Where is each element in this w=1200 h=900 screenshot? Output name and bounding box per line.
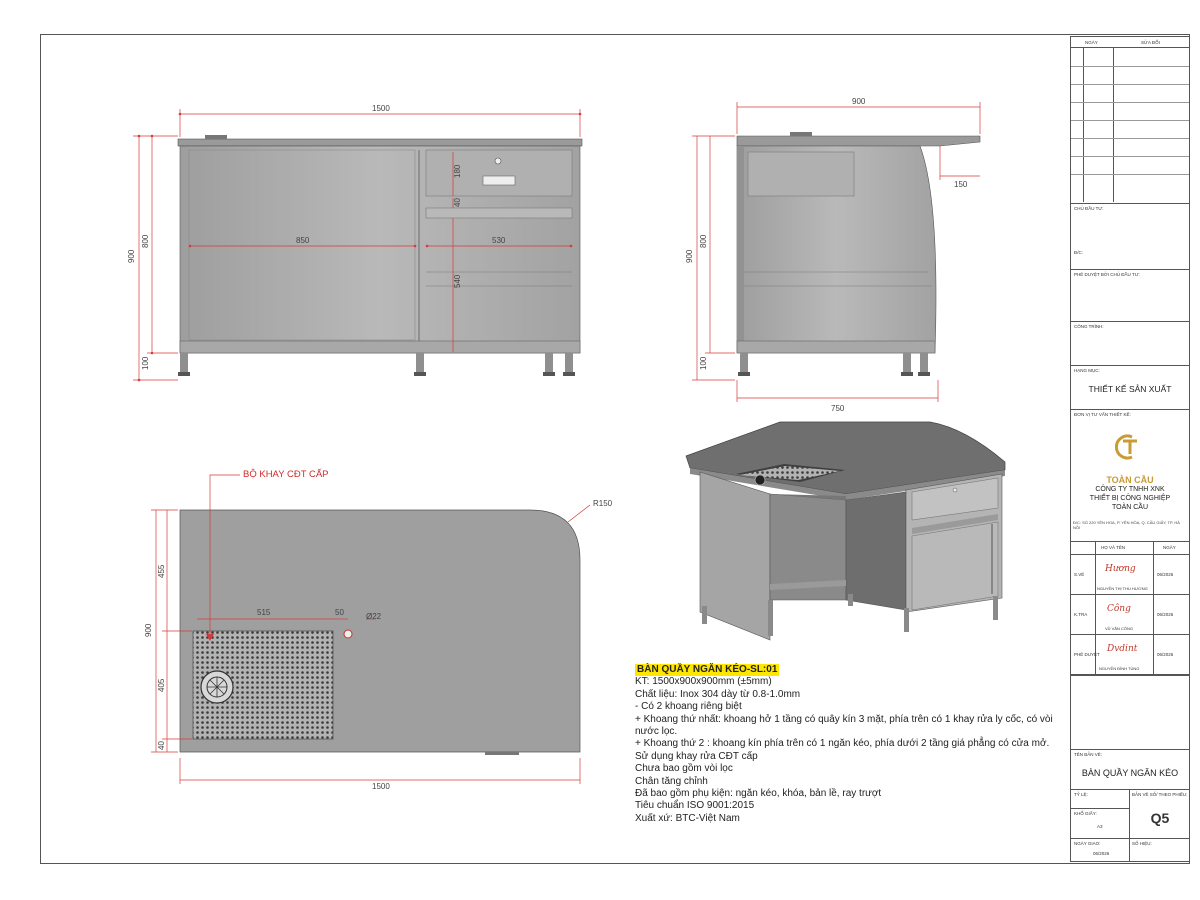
signer-role: PHÊ DUYỆT bbox=[1074, 652, 1100, 657]
spec-line: Chân tăng chỉnh bbox=[635, 775, 708, 787]
rev-header-edit: SỬA ĐỔI bbox=[1141, 40, 1160, 45]
dim-side-width: 900 bbox=[852, 97, 866, 106]
dim-left-bay: 850 bbox=[296, 236, 310, 245]
company-block: TOÀN CẦU CÔNG TY TNHH XNK THIẾT BỊ CÔNG … bbox=[1070, 476, 1190, 512]
spec-line: Chất liệu: Inox 304 dày từ 0.8-1.0mm bbox=[635, 688, 801, 700]
spec-line: Sử dụng khay rửa CĐT cấp bbox=[635, 750, 758, 762]
item-value: THIẾT KẾ SẢN XUẤT bbox=[1088, 384, 1172, 394]
dim-side-height: 900 bbox=[685, 249, 694, 263]
rev-header-date: NGÀY bbox=[1085, 40, 1098, 45]
sig-header-date: NGÀY bbox=[1163, 545, 1176, 550]
blank-cell bbox=[1071, 675, 1189, 749]
dim-side-body: 800 bbox=[699, 234, 708, 248]
signer-date: 06/2026 bbox=[1157, 572, 1174, 577]
company-brand: TOÀN CẦU bbox=[1106, 475, 1154, 485]
signature-mark: Hương bbox=[1105, 564, 1136, 574]
item-cell: HẠNG MỤC: THIẾT KẾ SẢN XUẤT bbox=[1071, 365, 1189, 409]
dim-plan-upper: 455 bbox=[157, 564, 166, 578]
signature-mark: Dvdint bbox=[1107, 644, 1138, 654]
title-block: NGÀY SỬA ĐỔI CHỦ ĐẦU TƯ: Đ/C: PHÊ DUYỆT … bbox=[1070, 36, 1190, 862]
dim-front-leg: 100 bbox=[141, 356, 150, 370]
signature-table: HỌ VÀ TÊN NGÀY S.VẼ Hương NGUYỄN THỊ THU… bbox=[1071, 541, 1189, 676]
dim-front-width: 1500 bbox=[372, 104, 390, 113]
owner-address: Đ/C: bbox=[1074, 250, 1083, 255]
sheet-label: BẢN VẼ SỐ/ THEO PHIẾU: bbox=[1132, 792, 1188, 797]
spec-line: Chưa bao gồm vòi lọc bbox=[635, 763, 733, 775]
scale-label: TỶ LỆ: bbox=[1074, 792, 1088, 797]
spec-line: Tiêu chuẩn ISO 9001:2015 bbox=[635, 800, 755, 812]
dim-front-height: 900 bbox=[127, 249, 136, 263]
dim-front-body: 800 bbox=[141, 234, 150, 248]
spec-line: KT: 1500x900x900mm (±5mm) bbox=[635, 676, 772, 688]
paper-size-value: A3 bbox=[1097, 824, 1103, 829]
spec-line: + Khoang thứ 2 : khoang kín phía trên có… bbox=[635, 738, 1050, 750]
drawing-name: BÀN QUẦY NGĂN KÉO bbox=[1081, 768, 1179, 778]
signer-name: NGUYỄN THỊ THU HƯƠNG bbox=[1097, 586, 1148, 591]
dim-plan-lower: 405 bbox=[157, 678, 166, 692]
spec-line: Đã bao gồm phụ kiện: ngăn kéo, khóa, bản… bbox=[635, 788, 882, 800]
owner-cell: CHỦ ĐẦU TƯ: Đ/C: bbox=[1071, 203, 1189, 269]
dim-plan-height: 900 bbox=[144, 623, 153, 637]
dim-plan-width: 1500 bbox=[372, 782, 390, 791]
company-address: Đ/C: SỐ 220 YÊN HOA, P. YÊN HÒA, Q. CẦU … bbox=[1073, 520, 1180, 530]
dim-side-depth: 750 bbox=[831, 404, 845, 413]
project-label: CÔNG TRÌNH: bbox=[1074, 324, 1104, 329]
dim-plan-gap: 50 bbox=[335, 608, 344, 617]
side-view: 900 150 900 800 100 750 bbox=[685, 97, 981, 413]
owner-label: CHỦ ĐẦU TƯ: bbox=[1074, 206, 1104, 211]
spec-line: + Khoang thứ nhất: khoang hở 1 tầng có q… bbox=[635, 713, 1056, 738]
dim-overhang: 150 bbox=[954, 180, 968, 189]
project-cell: CÔNG TRÌNH: bbox=[1071, 321, 1189, 365]
spec-line: - Có 2 khoang riêng biệt bbox=[635, 701, 742, 713]
dim-drawer: 180 bbox=[453, 164, 462, 178]
drawing-name-label: TÊN BẢN VẼ: bbox=[1074, 752, 1103, 757]
item-label: HẠNG MỤC: bbox=[1074, 368, 1100, 373]
designer-cell: ĐƠN VỊ TƯ VẤN THIẾT KẾ: bbox=[1071, 409, 1189, 541]
dim-gap: 40 bbox=[453, 198, 462, 207]
company-line: TOÀN CẦU bbox=[1111, 504, 1149, 511]
signer-date: 06/2026 bbox=[1157, 652, 1174, 657]
company-logo-icon bbox=[1114, 434, 1137, 460]
front-view: 1500 900 800 100 850 530 180 40 540 bbox=[127, 104, 583, 382]
dim-plan-radius: R150 bbox=[593, 499, 613, 508]
drawing-name-cell: TÊN BẢN VẼ: BÀN QUẦY NGĂN KÉO bbox=[1071, 749, 1189, 789]
perspective-view bbox=[685, 421, 1006, 641]
number-label: SỐ HIỆU: bbox=[1132, 841, 1152, 846]
paper-size-label: KHỔ GIẤY: bbox=[1074, 811, 1097, 816]
sig-header-name: HỌ VÀ TÊN bbox=[1101, 545, 1126, 550]
dim-side-leg: 100 bbox=[699, 356, 708, 370]
sheet-cell: TỶ LỆ: BẢN VẼ SỐ/ THEO PHIẾU: KHỔ GIẤY: … bbox=[1071, 789, 1189, 862]
revision-table bbox=[1071, 47, 1189, 202]
date-label: NGÀY GIAO: bbox=[1074, 841, 1101, 846]
dim-plan-tray: 515 bbox=[257, 608, 271, 617]
callout-tray-label: BỘ KHAY CĐT CẤP bbox=[243, 469, 329, 480]
dim-plan-bottom: 40 bbox=[157, 741, 166, 750]
specification-block: BÀN QUẦY NGĂN KÉO-SL:01 KT: 1500x900x900… bbox=[635, 664, 1065, 825]
approval-cell: PHÊ DUYỆT BỞI CHỦ ĐẦU TƯ: bbox=[1071, 269, 1189, 321]
company-line: CÔNG TY TNHH XNK bbox=[1095, 486, 1165, 493]
sheet-number: Q5 bbox=[1150, 810, 1170, 826]
signature-mark: Công bbox=[1107, 604, 1131, 614]
dim-right-bay: 530 bbox=[492, 236, 506, 245]
spec-line: Xuất xứ: BTC-Việt Nam bbox=[635, 812, 740, 824]
signer-date: 06/2026 bbox=[1157, 612, 1174, 617]
signer-name: NGUYỄN ĐÌNH TÙNG bbox=[1099, 666, 1140, 671]
company-line: THIẾT BỊ CÔNG NGHIỆP bbox=[1089, 495, 1171, 502]
signer-name: VŨ VĂN CÔNG bbox=[1105, 626, 1134, 631]
signer-role: S.VẼ bbox=[1074, 572, 1085, 577]
dim-plan-hole: Ø22 bbox=[366, 612, 382, 621]
dim-lower: 540 bbox=[453, 274, 462, 288]
plan-view: 515 50 Ø22 R150 900 455 405 40 1500 bbox=[144, 474, 613, 791]
date-value: 06/2026 bbox=[1093, 851, 1110, 856]
designer-label: ĐƠN VỊ TƯ VẤN THIẾT KẾ: bbox=[1074, 412, 1131, 417]
approve-label: PHÊ DUYỆT BỞI CHỦ ĐẦU TƯ: bbox=[1074, 272, 1140, 277]
signer-role: K.TRA bbox=[1074, 612, 1088, 617]
spec-title: BÀN QUẦY NGĂN KÉO-SL:01 bbox=[635, 664, 780, 677]
